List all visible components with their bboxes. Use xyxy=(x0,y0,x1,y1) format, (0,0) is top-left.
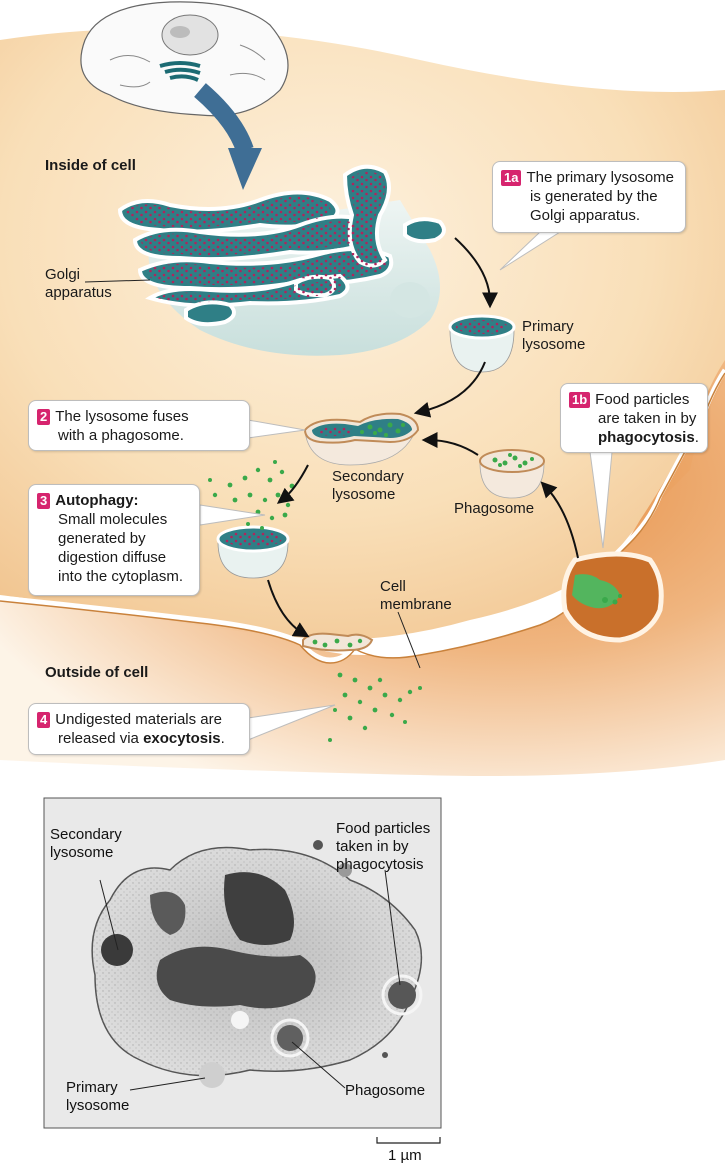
micro-phagosome-label: Phagosome xyxy=(345,1082,426,1099)
primary-lysosome-art xyxy=(448,314,516,373)
step-1b-badge: 1b xyxy=(569,392,591,408)
scale-bar-label: 1 µm xyxy=(388,1147,422,1164)
golgi-apparatus xyxy=(117,164,446,356)
scale-bar xyxy=(376,1137,441,1144)
step-1a-badge: 1a xyxy=(501,170,522,186)
cell-thumbnail xyxy=(80,1,289,117)
inside-of-cell-label: Inside of cell xyxy=(45,157,136,174)
outside-of-cell-label: Outside of cell xyxy=(45,664,149,681)
secondary-lysosome-art xyxy=(303,412,420,466)
micrograph-panel xyxy=(43,797,442,1129)
cell-membrane-line xyxy=(0,368,725,663)
phagosome-label: Phagosome xyxy=(454,500,535,517)
step-3-badge: 3 xyxy=(37,493,51,509)
phagocytic-pocket xyxy=(561,551,664,643)
autophagy-lysosome-art xyxy=(208,460,295,579)
exocytosis-art xyxy=(302,632,422,742)
flow-arrows xyxy=(267,237,579,638)
zoom-arrow xyxy=(194,83,254,154)
callout-pointers xyxy=(199,231,613,741)
phagosome-art xyxy=(479,449,545,499)
exterior-region xyxy=(0,360,725,776)
step-4-badge: 4 xyxy=(37,712,51,728)
leader-lines xyxy=(84,279,421,669)
step-2-badge: 2 xyxy=(37,409,51,425)
